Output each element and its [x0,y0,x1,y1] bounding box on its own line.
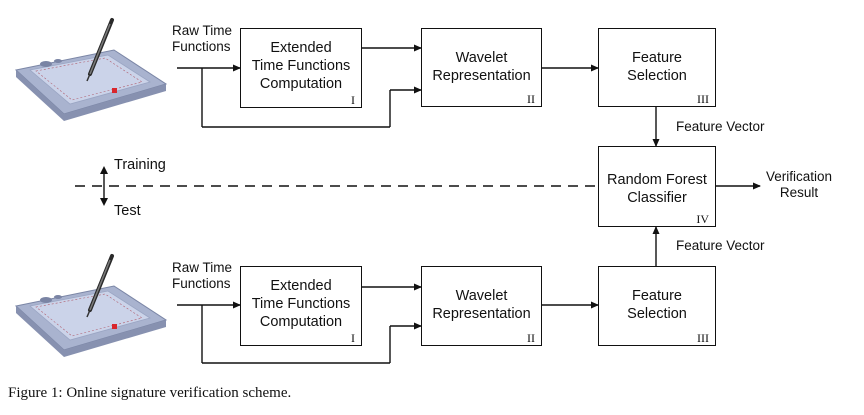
extended-time-functions-block-bottom: Extended Time Functions Computation I [240,266,362,346]
signature-tablet-with-pen-icon [14,254,168,357]
block-title: Feature Selection [627,288,687,322]
block-title: Extended Time Functions Computation [251,40,351,92]
extended-time-functions-block-top: Extended Time Functions Computation I [240,28,362,108]
feature-selection-block-bottom: Feature Selection III [598,266,716,346]
raw-time-functions-label-top: Raw Time Functions [172,23,233,54]
block-title: Random Forest Classifier [607,172,707,206]
up-down-arrow-icon [100,166,108,206]
block-title: Extended Time Functions Computation [251,278,351,330]
verification-result-label: Verification Result [766,169,833,200]
raw-time-functions-label-bottom: Raw Time Functions [172,260,233,291]
test-label: Test [114,203,141,219]
block-number: III [697,92,709,106]
block-number: I [351,331,355,345]
feature-vector-label-bottom: Feature Vector [676,238,765,253]
block-number: IV [696,212,709,226]
signature-tablet-with-pen-icon [14,18,168,121]
random-forest-classifier-block: Random Forest Classifier IV [598,146,716,227]
wavelet-representation-block-bottom: Wavelet Representation II [421,266,542,346]
wavelet-representation-block-top: Wavelet Representation II [421,28,542,107]
block-number: I [351,93,355,107]
block-number: II [527,331,535,345]
block-title: Feature Selection [627,50,687,84]
block-number: III [697,331,709,345]
feature-selection-block-top: Feature Selection III [598,28,716,107]
training-label: Training [114,157,166,173]
figure-caption: Figure 1: Online signature verification … [8,385,292,401]
block-number: II [527,92,535,106]
block-title: Wavelet Representation [432,50,531,84]
feature-vector-label-top: Feature Vector [676,119,765,134]
block-title: Wavelet Representation [432,288,531,322]
